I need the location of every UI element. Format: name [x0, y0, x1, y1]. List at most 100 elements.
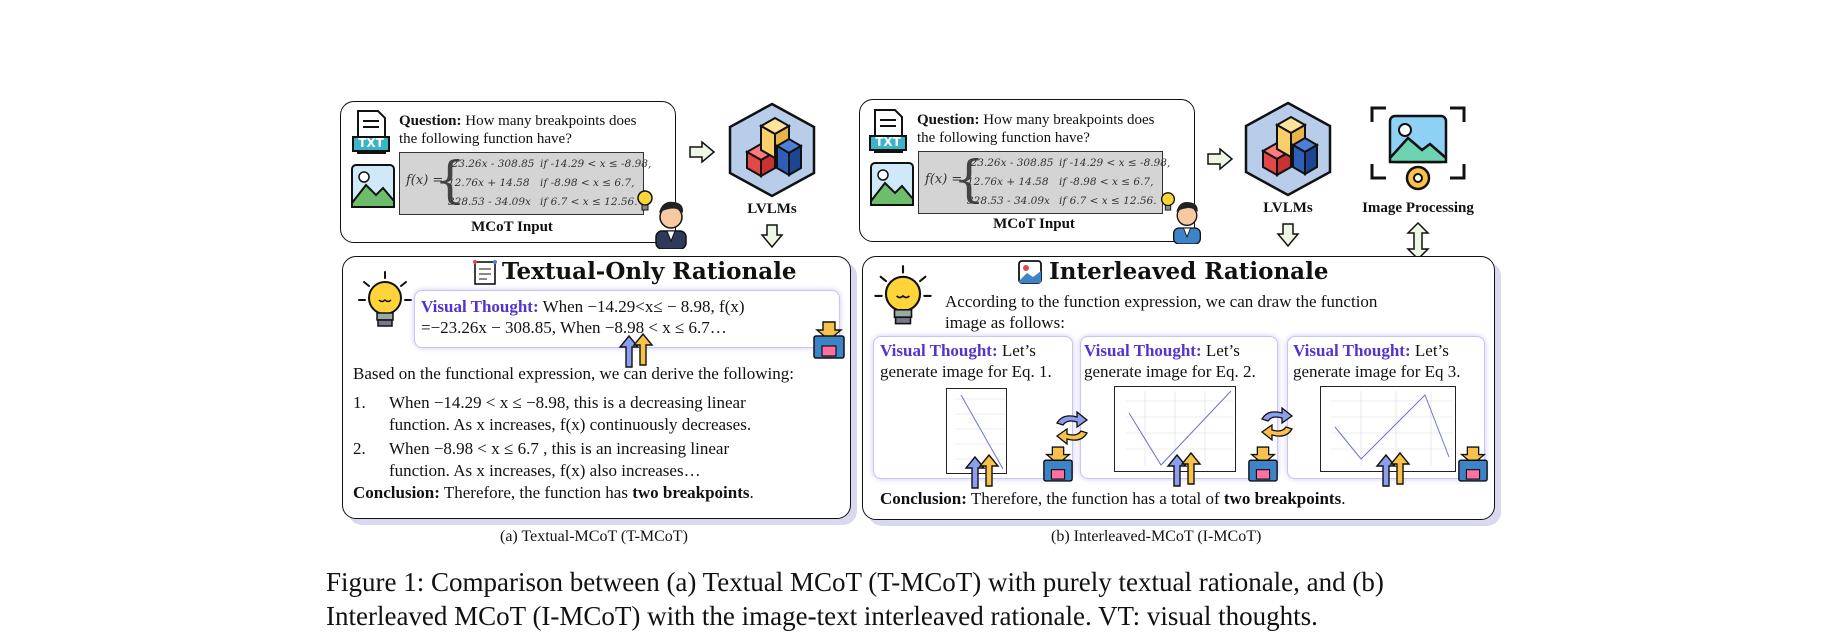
swap-arrows-icon — [1053, 410, 1091, 450]
down-arrow-icon — [1276, 222, 1300, 253]
txt-icon-label: TXT — [875, 135, 901, 149]
right-lvlm-label: LVLMs — [1263, 200, 1313, 216]
txt-document-icon — [352, 109, 390, 155]
formula-row: -23.26x - 308.85 — [448, 158, 535, 170]
swap-arrows-icon — [1375, 451, 1411, 493]
swap-arrows-icon — [1166, 451, 1202, 493]
notepad-icon — [472, 259, 498, 292]
left-formula-image: f(x) = { -23.26x - 308.85 12.76x + 14.58… — [399, 151, 651, 215]
conclusion-label: Conclusion: — [353, 483, 440, 502]
visual-thought-line2: generate image for Eq. 1. — [880, 362, 1052, 381]
formula-cond: if 6.7 < x ≤ 12.56. — [1059, 195, 1157, 207]
formula-row: -23.26x - 308.85 — [967, 157, 1054, 169]
list-line2: function. As x increases, f(x) continuou… — [389, 415, 752, 434]
lvlm-cube-icon — [1243, 101, 1333, 202]
small-lightbulb-icon — [634, 188, 656, 217]
figure-caption-line2: Interleaved MCoT (I-MCoT) with the image… — [326, 601, 1318, 631]
formula-brace: { — [434, 151, 466, 209]
visual-thought-line2: generate image for Eq. 2. — [1084, 362, 1256, 381]
txt-document-icon — [869, 108, 907, 154]
small-lightbulb-icon — [1158, 190, 1178, 217]
question-line2: the following function have? — [917, 130, 1090, 146]
image-icon — [350, 163, 396, 209]
visual-thought-suffix: Let’s — [1414, 341, 1449, 360]
person-avatar-icon — [650, 195, 692, 254]
question-line2: the following function have? — [399, 131, 572, 147]
visual-thought-suffix: Let’s — [1001, 341, 1036, 360]
formula-fx: f(x) = — [406, 173, 444, 188]
right-arrow-icon — [1206, 147, 1234, 176]
big-lightbulb-icon — [356, 270, 414, 337]
list-line1: When −8.98 < x ≤ 6.7 , this is an increa… — [389, 439, 730, 458]
visual-thought-card-text: Visual Thought: Let’s generate image for… — [1293, 340, 1489, 382]
image-icon — [869, 161, 915, 207]
visual-thought-card-text: Visual Thought: Let’s generate image for… — [880, 340, 1076, 382]
left-mcot-input-label: MCoT Input — [471, 219, 553, 235]
visual-thought-label: Visual Thought: — [1084, 341, 1202, 360]
formula-fx: f(x) = — [925, 172, 963, 187]
right-caption: (b) Interleaved-MCoT (I-MCoT) — [1051, 528, 1262, 545]
visual-thought-line2: =−23.26x − 308.85, When −8.98 < x ≤ 6.7… — [421, 318, 727, 337]
right-arrow-icon — [688, 140, 716, 169]
right-mcot-input-label: MCoT Input — [993, 216, 1075, 232]
left-derive-text: Based on the functional expression, we c… — [353, 364, 794, 383]
formula-cond: if -14.29 < x ≤ -8.98, — [1059, 157, 1171, 169]
question-label: Question: — [917, 112, 980, 128]
left-question: Question: How many breakpoints does the … — [399, 112, 675, 148]
left-lvlm-label: LVLMs — [747, 201, 797, 217]
formula-cond: if 6.7 < x ≤ 12.56. — [540, 196, 638, 208]
save-floppy-icon — [1457, 444, 1489, 489]
save-floppy-icon — [812, 320, 846, 365]
formula-brace: { — [953, 150, 985, 208]
down-arrow-icon — [760, 223, 784, 254]
image-processing-label: Image Processing — [1362, 200, 1474, 216]
right-intro-text: According to the function expression, we… — [945, 291, 1475, 333]
right-question: Question: How many breakpoints does the … — [917, 111, 1193, 147]
list-line1: When −14.29 < x ≤ −8.98, this is a decre… — [389, 393, 746, 412]
intro-line2: image as follows: — [945, 313, 1065, 332]
formula-row: 12.76x + 14.58 — [967, 176, 1049, 188]
swap-arrows-icon — [618, 332, 654, 374]
left-caption: (a) Textual-MCoT (T-MCoT) — [500, 528, 688, 545]
question-label: Question: — [399, 113, 462, 129]
formula-row: 328.53 - 34.09x — [967, 195, 1050, 207]
right-conclusion: Conclusion: Therefore, the function has … — [880, 488, 1345, 509]
right-rationale-heading: Interleaved Rationale — [1049, 258, 1329, 285]
right-formula-image: f(x) = { -23.26x - 308.85 12.76x + 14.58… — [918, 150, 1170, 214]
swap-arrows-icon — [964, 453, 1000, 495]
figure-caption-line1: Figure 1: Comparison between (a) Textual… — [326, 567, 1384, 597]
big-lightbulb-icon — [872, 264, 934, 335]
formula-row: 328.53 - 34.09x — [448, 196, 531, 208]
conclusion-period: . — [1341, 489, 1346, 508]
conclusion-text: Therefore, the function has a total of — [970, 489, 1220, 508]
conclusion-emphasis: two breakpoints — [632, 483, 750, 502]
formula-cond: if -8.98 < x ≤ 6.7, — [1059, 176, 1154, 188]
formula-cond: if -8.98 < x ≤ 6.7, — [540, 177, 635, 189]
question-line1: How many breakpoints does — [983, 112, 1155, 128]
conclusion-text: Therefore, the function has — [443, 483, 628, 502]
person-avatar-icon — [1168, 196, 1206, 249]
left-rationale-heading: Textual-Only Rationale — [502, 258, 797, 285]
txt-icon-label: TXT — [358, 136, 384, 150]
generated-plot-eq2 — [1114, 386, 1236, 472]
conclusion-period: . — [749, 483, 754, 502]
intro-line1: According to the function expression, we… — [945, 292, 1378, 311]
visual-thought-line1: When −14.29<x≤ − 8.98, f(x) — [542, 297, 745, 316]
visual-thought-label: Visual Thought: — [421, 297, 539, 316]
image-processing-icon — [1368, 104, 1468, 201]
formula-row: 12.76x + 14.58 — [448, 177, 530, 189]
visual-thought-line2: generate image for Eq 3. — [1293, 362, 1461, 381]
lvlm-cube-icon — [727, 102, 817, 203]
left-conclusion: Conclusion: Therefore, the function has … — [353, 482, 754, 503]
list-line2: function. As x increases, f(x) also incr… — [389, 461, 701, 480]
swap-arrows-icon — [1258, 406, 1296, 446]
left-visual-thought-text: Visual Thought: When −14.29<x≤ − 8.98, f… — [421, 296, 841, 338]
visual-thought-label: Visual Thought: — [1293, 341, 1411, 360]
visual-thought-suffix: Let’s — [1205, 341, 1240, 360]
save-floppy-icon — [1247, 444, 1279, 489]
visual-thought-label: Visual Thought: — [880, 341, 998, 360]
save-floppy-icon — [1042, 444, 1074, 489]
visual-thought-card-text: Visual Thought: Let’s generate image for… — [1084, 340, 1280, 382]
list-number: 1. — [353, 393, 366, 412]
conclusion-emphasis: two breakpoints — [1223, 489, 1342, 508]
